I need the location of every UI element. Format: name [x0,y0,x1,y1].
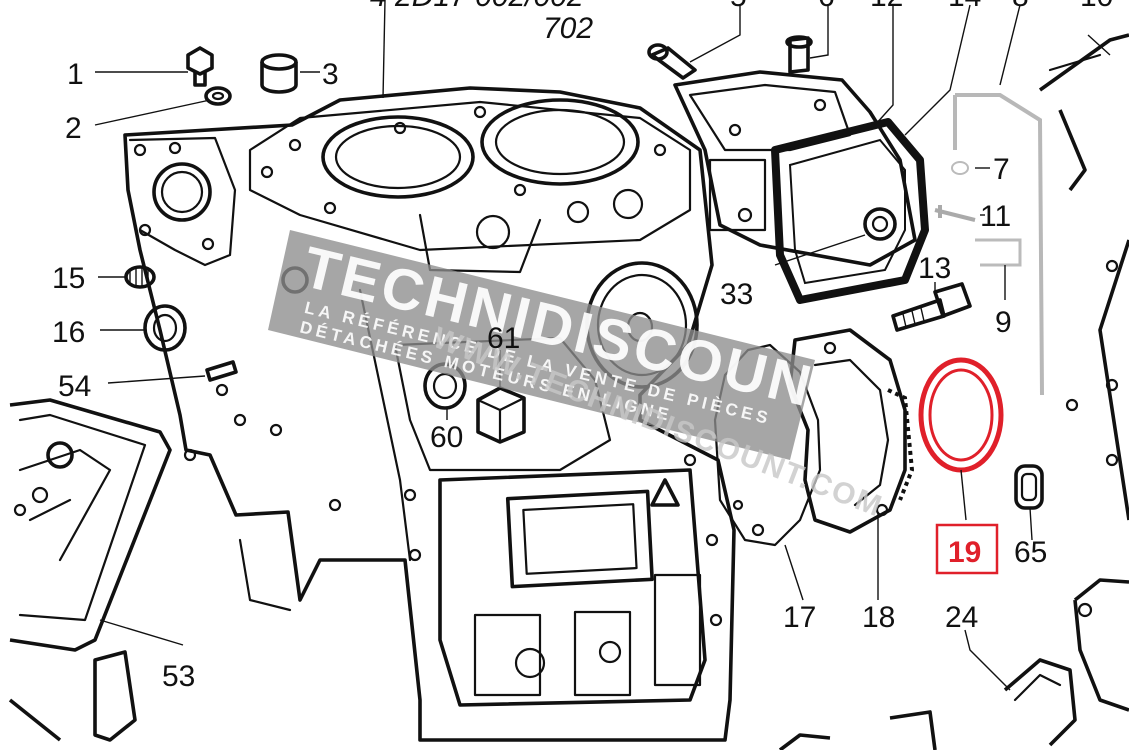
part-33-washer [863,207,897,241]
part-19-oil-seal [918,357,1004,473]
label-18: 18 [862,601,895,634]
label-13: 13 [918,252,951,285]
flywheel-housing [1038,33,1129,521]
part-9-clip [975,238,1022,267]
label-19: 19 [948,536,981,569]
part-65-cap [1014,464,1044,510]
label-61: 61 [487,322,520,355]
part-8-dipstick [953,93,1044,396]
part-15-plug [124,265,156,289]
part-61-hex-plug [476,386,526,444]
label-10: 10 [1080,0,1113,13]
leader-lines [94,0,1111,691]
label-8: 8 [1012,0,1029,13]
part-53-bracket [8,398,172,742]
label-19-highlight-box [935,523,999,575]
label-24: 24 [945,601,978,634]
label-5: 5 [730,0,747,13]
part-1-screw [186,46,214,87]
label-17: 17 [783,601,816,634]
label-33: 33 [720,278,753,311]
label-16: 16 [52,316,85,349]
label-65: 65 [1014,536,1047,569]
part-54-pin [205,360,238,382]
rocker-cover-assembly [673,35,917,267]
label-11: 11 [980,200,1011,233]
label-54: 54 [58,370,91,403]
label-12: 12 [870,0,903,13]
part-11-screw [934,205,976,222]
label-7: 7 [993,153,1010,186]
label-14: 14 [948,0,981,13]
part-2-washer [204,86,232,106]
label-2: 2 [65,112,82,145]
label-60: 60 [430,421,463,454]
part-7-ball [951,161,969,175]
label-53: 53 [162,660,195,693]
part-5-bolt [647,43,697,80]
label-15: 15 [52,262,85,295]
part-24-ring [778,578,1129,750]
part-18-timing-cover [788,328,915,534]
label-9: 9 [995,306,1012,339]
header-part-number: 4 2D17 002/002 [370,0,584,13]
header-code: 702 [543,12,593,45]
watermark: TECHNIDISCOUNT LA RÉFÉRENCE DE LA VENTE … [268,230,888,524]
label-3: 3 [322,58,339,91]
label-6: 6 [818,0,835,13]
part-3-bushing [260,53,298,94]
part-13-bolt [891,282,972,332]
part-16-seal [143,304,187,352]
part-labels: 1 2 3 5 6 12 14 8 10 7 11 13 9 33 15 16 … [52,0,1113,693]
label-1: 1 [67,58,84,91]
